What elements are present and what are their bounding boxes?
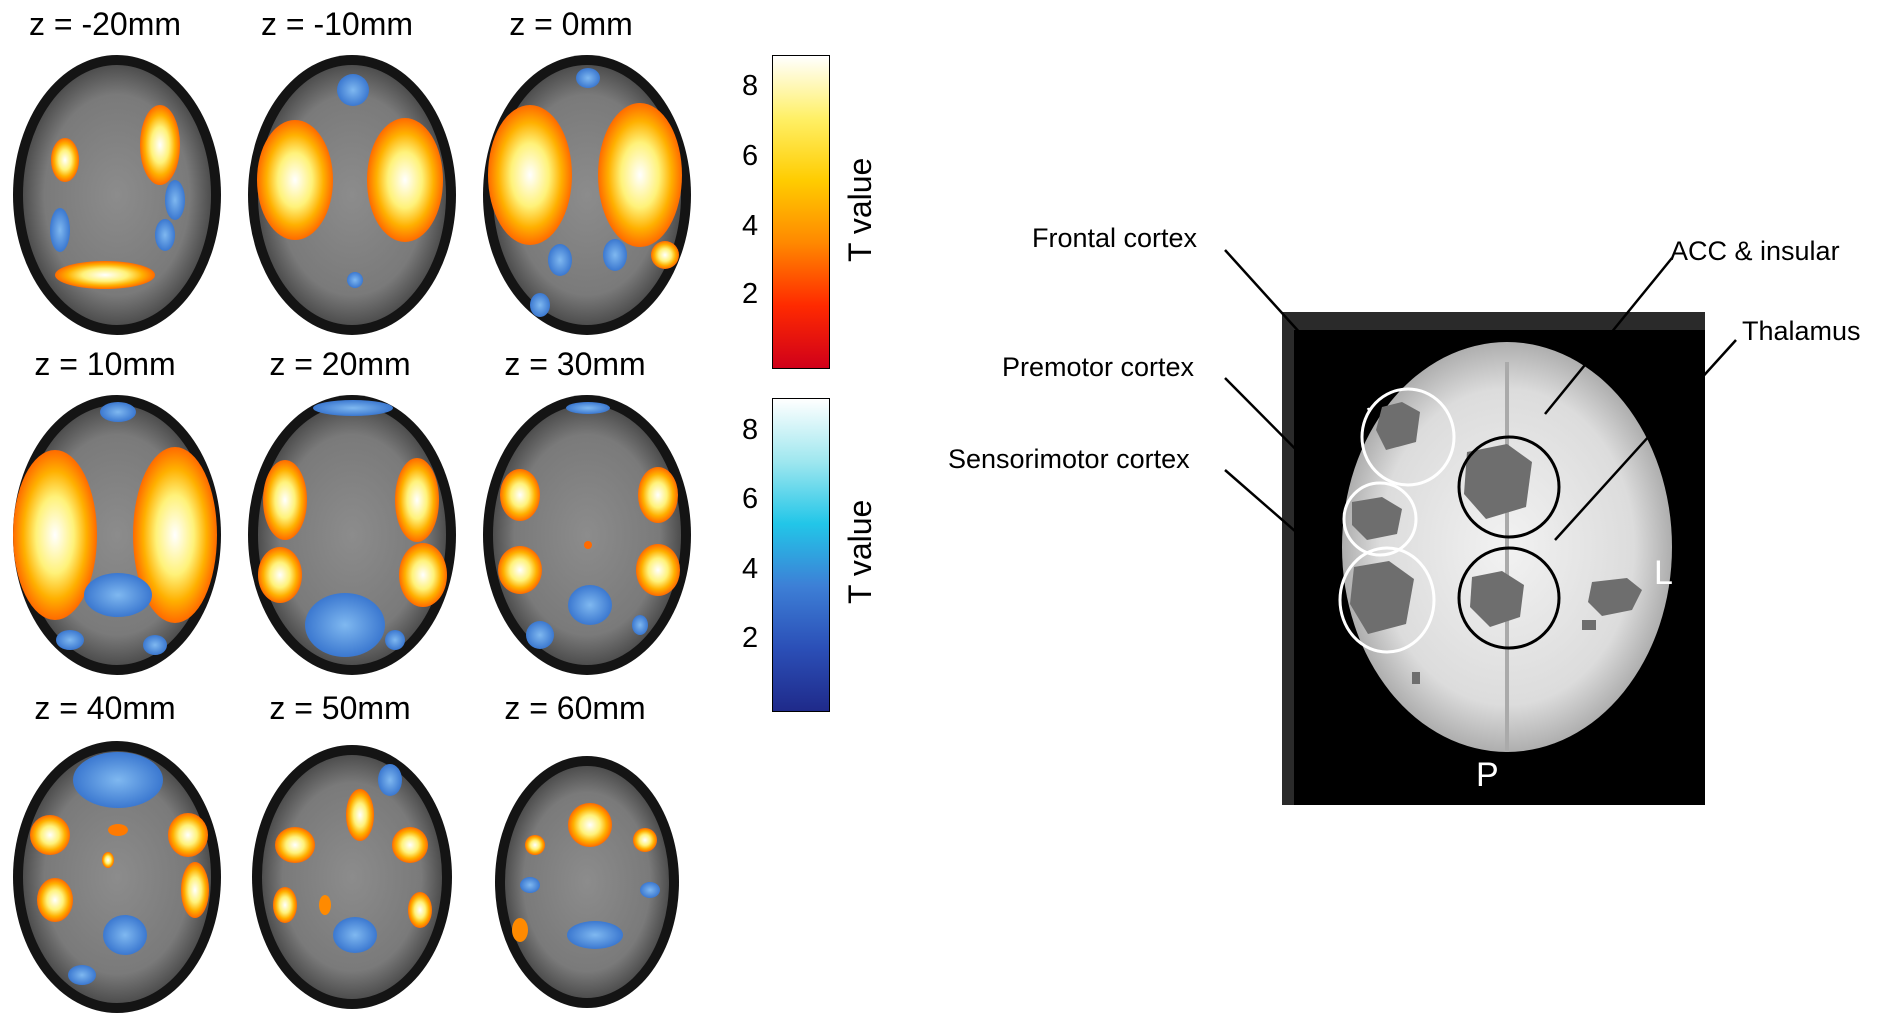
annotated-brain-image: [1282, 312, 1705, 805]
brain-slice-z-30: [483, 395, 691, 675]
slice-label-z-60: z = 60mm: [504, 690, 646, 726]
colorbar-warm-tick-2: 2: [742, 278, 759, 310]
brain-slice-z-10: [13, 395, 221, 675]
slice-label-z-20: z = 20mm: [269, 346, 411, 382]
colorbar-cool-tick-8: 8: [742, 414, 759, 446]
colorbar-cool-tick-6: 6: [742, 483, 759, 515]
slice-label-z-40: z = 40mm: [34, 690, 176, 726]
slice-label-z-minus-10: z = -10mm: [260, 6, 414, 42]
brain-slice-z-40: [13, 741, 221, 1013]
brain-slice-z-50: [252, 745, 452, 1009]
colorbar-cool-gradient: [772, 398, 830, 712]
colorbar-warm-tick-6: 6: [742, 140, 759, 172]
colorbar-cool-tick-4: 4: [742, 553, 759, 585]
label-frontal-cortex: Frontal cortex: [1032, 223, 1198, 253]
brain-slice-z-minus-10: [248, 55, 456, 335]
colorbar-warm-gradient: [772, 55, 830, 369]
slice-label-z-50: z = 50mm: [269, 690, 411, 726]
slice-label-z-30: z = 30mm: [504, 346, 646, 382]
colorbar-warm-tick-8: 8: [742, 70, 759, 102]
label-acc-insular: ACC & insular: [1670, 236, 1840, 266]
colorbar-cool-tick-2: 2: [742, 622, 759, 654]
colorbar-warm-tick-4: 4: [742, 210, 759, 242]
brain-slice-z-60: [495, 756, 679, 1008]
colorbar-cool-title: T value: [842, 499, 878, 604]
label-premotor-cortex: Premotor cortex: [1002, 352, 1195, 382]
direction-left-label: L: [1654, 554, 1673, 592]
slice-label-z-0: z = 0mm: [509, 6, 633, 42]
direction-posterior-label: P: [1476, 756, 1499, 794]
brain-slice-z-minus-20: [13, 55, 221, 335]
brain-slice-z-0: [483, 55, 691, 335]
slice-label-z-minus-20: z = -20mm: [28, 6, 182, 42]
label-thalamus: Thalamus: [1742, 316, 1861, 346]
brain-slice-z-20: [248, 395, 456, 675]
colorbar-warm-title: T value: [842, 157, 878, 262]
slice-label-z-10: z = 10mm: [34, 346, 176, 382]
label-sensorimotor-cortex: Sensorimotor cortex: [948, 444, 1190, 474]
